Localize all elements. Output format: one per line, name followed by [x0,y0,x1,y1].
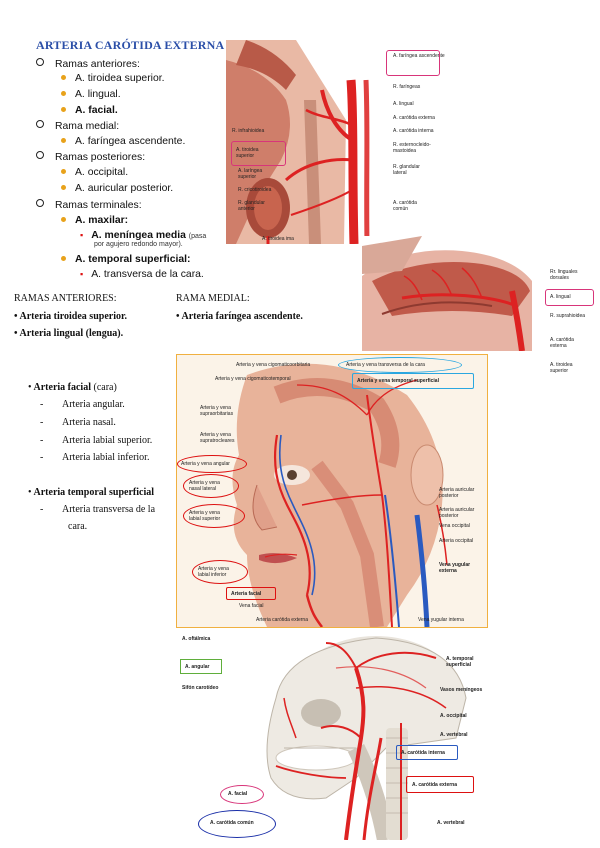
highlight-box [226,587,276,600]
circle-bullet-icon [36,120,44,128]
label: A. temporal superficial [446,656,484,668]
label: Arteria y vena supratrocleares [200,432,242,444]
label: Arteria occipital [439,538,473,544]
label: Rr. linguales dorsales [550,269,592,281]
outline-item: A. lingual. [61,89,121,100]
outline-item: A. temporal superficial: [61,254,190,265]
list-item: -Arteria transversa de la [40,504,155,515]
label: Vena facial [239,603,263,609]
red-bullet-icon: ▪ [80,269,83,279]
temporal-list: -Arteria transversa de la cara. [40,504,180,544]
highlight-oval [183,504,245,528]
label: A. occipital [440,713,467,719]
label: R. suprahioidea [550,313,585,319]
list-item: cara. [68,521,87,532]
outline-subitem: ▪A. meníngea media (pasa [80,230,206,241]
label: A. carótida interna [393,128,434,134]
highlight-box [180,659,222,674]
outline-item: A. auricular posterior. [61,183,173,194]
label: A. vertebral [440,732,468,738]
label: A. tiroidea superior [550,362,586,374]
outline-item: A. faríngea ascendente. [61,136,185,147]
highlight-box [396,745,458,760]
outline-note: por agujero redondo mayor). [94,241,183,248]
label: A. oftálmica [182,636,210,642]
highlight-oval [192,560,248,584]
red-bullet-icon: ▪ [80,230,83,240]
label: R. infrahioidea [232,128,264,134]
label: A. carótida común [393,200,429,212]
highlight-oval [220,785,264,804]
label: Arteria y vena cigomaticotemporal [215,376,291,382]
outline-item: A. maxilar: [61,215,128,226]
label: R. faríngeas [393,84,420,90]
label: A. laríngea superior [238,168,274,180]
label: Arteria carótida externa [256,617,308,623]
label: Arteria y vena cigomaticoorbitaria [236,362,310,368]
figure-tongue [362,236,542,351]
outline-medial: Rama medial: [36,120,119,132]
highlight-box [231,141,286,166]
page-title: ARTERIA CARÓTIDA EXTERNA [36,38,224,53]
list-item: -Arteria labial inferior. [40,452,149,463]
outline-item: A. facial. [61,105,118,116]
label: Arteria auricular posterior [439,487,483,499]
rama-medial-heading: RAMA MEDIAL: [176,293,250,304]
label: A. vertebral [437,820,465,826]
ramas-anteriores-item: •Arteria tiroidea superior. [14,311,127,322]
label: R. esternocleido-mastoidea [393,142,441,154]
label: Vena yugular interna [418,617,464,623]
label: Vena yugular externa [439,562,483,574]
label: A. carótida externa [393,115,435,121]
label: Vasos meníngeos [440,687,482,693]
dot-bullet-icon [61,107,66,112]
outline-posteriores: Ramas posteriores: [36,151,145,163]
facial-heading: •Arteria facial (cara) [28,382,117,393]
highlight-oval [198,810,276,838]
outline-terminales: Ramas terminales: [36,199,142,211]
outline-subitem: ▪A. transversa de la cara. [80,269,204,280]
label: A. carótida externa [550,337,586,349]
label: A. tiroidea ima [262,236,294,242]
circle-bullet-icon [36,58,44,66]
highlight-box [406,776,474,793]
highlight-oval [338,357,462,373]
label: R. cricotiroidea [238,187,271,193]
dot-bullet-icon [61,185,66,190]
dot-bullet-icon [61,75,66,80]
highlight-oval [177,455,247,473]
ramas-anteriores-item: •Arteria lingual (lengua). [14,328,123,339]
label: A. lingual [393,101,414,107]
outline-item: A. occipital. [61,167,128,178]
circle-bullet-icon [36,199,44,207]
label: R. glandular lateral [393,164,433,176]
rama-medial-item: •Arteria faríngea ascendente. [176,311,303,322]
label: Sifón carotídeo [182,685,218,691]
highlight-box [545,289,594,306]
highlight-oval [183,474,239,498]
label: Arteria auricular posterior [439,507,483,519]
outline-item: A. tiroidea superior. [61,73,165,84]
temporal-heading: •Arteria temporal superficial [28,487,154,498]
highlight-box [352,373,474,389]
dot-bullet-icon [61,256,66,261]
facial-list: -Arteria angular. -Arteria nasal. -Arter… [40,399,180,469]
tongue-illustration [362,236,542,351]
list-item: -Arteria nasal. [40,417,116,428]
highlight-box [386,50,440,76]
dot-bullet-icon [61,217,66,222]
dot-bullet-icon [61,138,66,143]
label: Arteria y vena supraorbitarias [200,405,242,417]
outline-anteriores: Ramas anteriores: [36,58,140,70]
dot-bullet-icon [61,169,66,174]
label: R. glandular anterior [238,200,274,212]
list-item: -Arteria labial superior. [40,435,152,446]
dot-bullet-icon [61,91,66,96]
ramas-anteriores-heading: RAMAS ANTERIORES: [14,293,117,304]
label: Vena occipital [439,523,470,529]
list-item: -Arteria angular. [40,399,125,410]
circle-bullet-icon [36,151,44,159]
